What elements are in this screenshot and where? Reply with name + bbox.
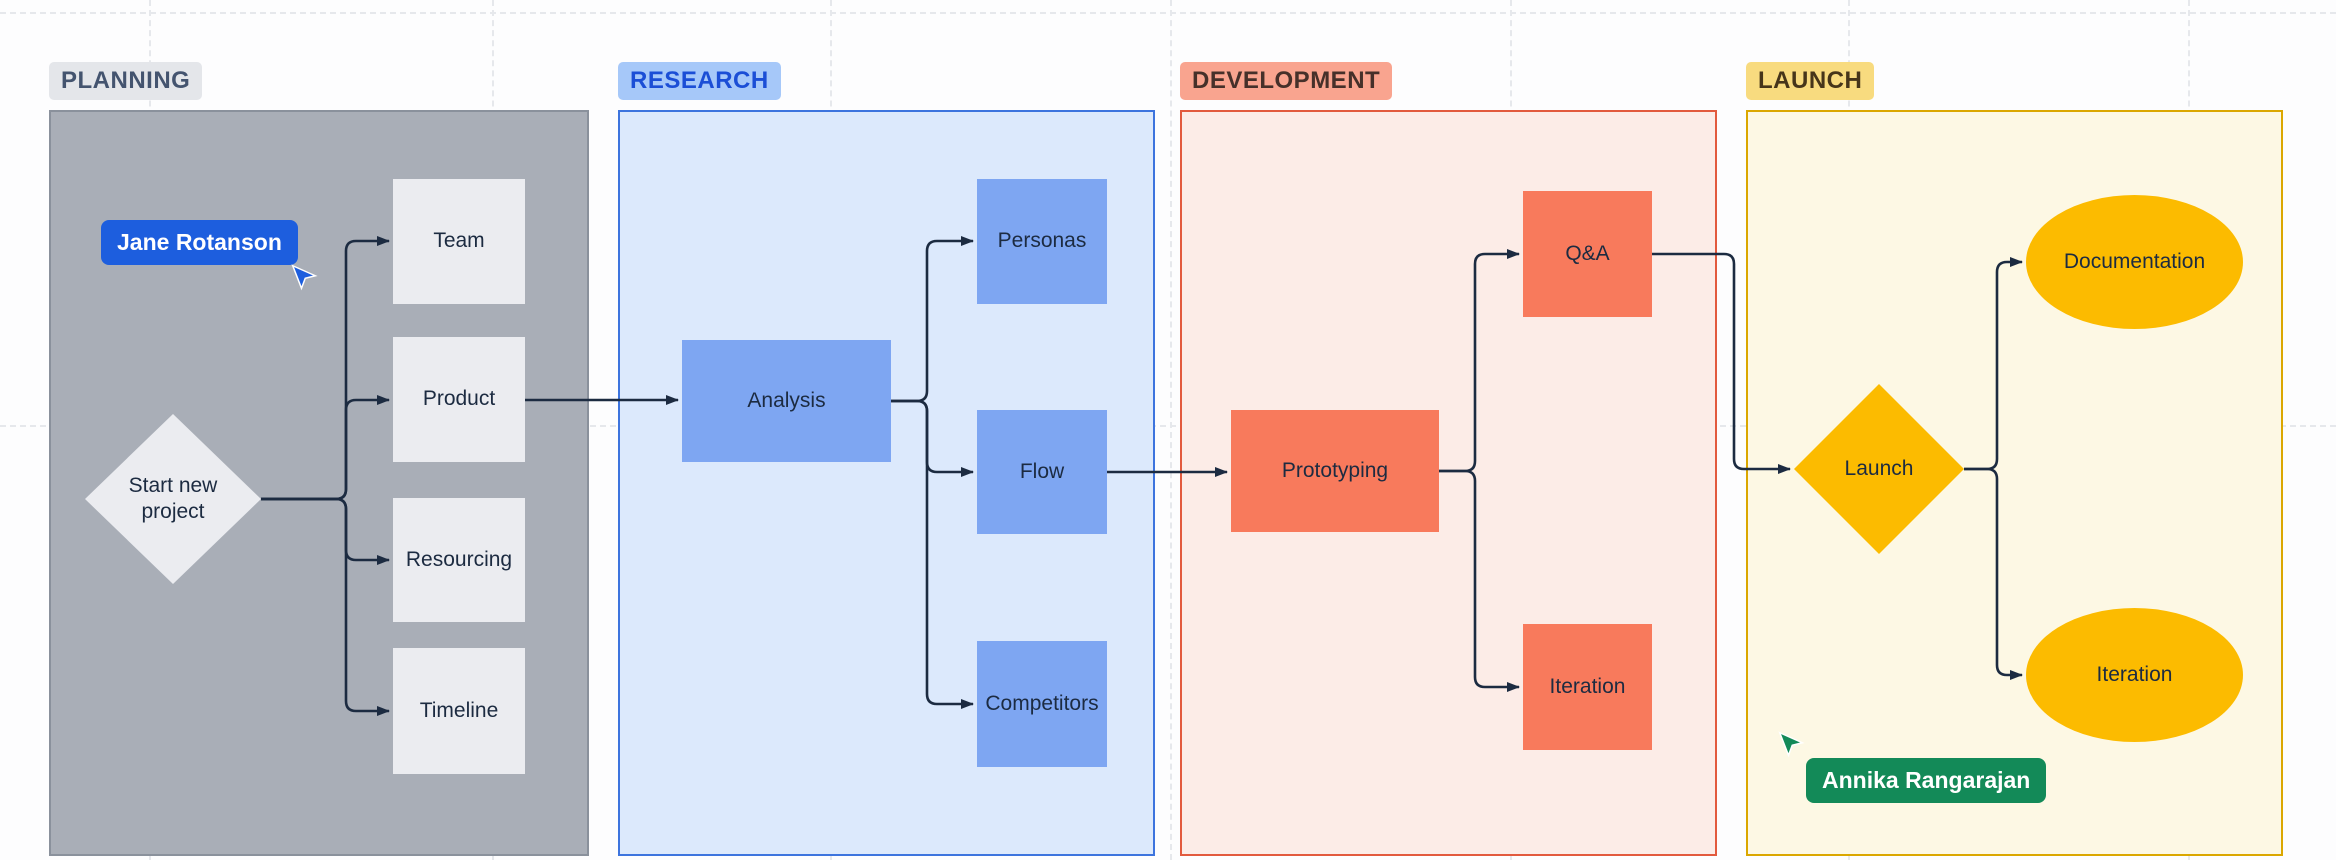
node-label: Launch	[1844, 456, 1914, 480]
node-prototyping[interactable]: Prototyping	[1231, 410, 1439, 532]
section-label-launch[interactable]: LAUNCH	[1746, 62, 1875, 100]
node-label: Personas	[997, 229, 1087, 253]
connector-analysis-flow[interactable]	[891, 399, 974, 477]
node-label: Documentation	[2063, 249, 2206, 273]
node-label: Competitors	[985, 691, 1099, 715]
node-team[interactable]: Team	[393, 179, 525, 304]
node-resourcing[interactable]: Resourcing	[393, 498, 525, 622]
annika-pointer-icon	[1778, 731, 1805, 758]
connector-launch-documentation[interactable]	[1964, 257, 2023, 471]
node-label: Team	[433, 229, 485, 253]
node-label: Timeline	[419, 698, 499, 722]
node-competitors[interactable]: Competitors	[977, 641, 1107, 767]
connector-launch-iteration[interactable]	[1964, 467, 2023, 680]
node-label: Flow	[1019, 459, 1065, 483]
node-product[interactable]: Product	[393, 337, 525, 462]
node-label: Start new project	[128, 473, 218, 523]
connector-prototyping-iteration[interactable]	[1439, 469, 1520, 692]
section-label-research[interactable]: RESEARCH	[618, 62, 781, 100]
node-analysis[interactable]: Analysis	[682, 340, 891, 462]
node-dev-iteration[interactable]: Iteration	[1523, 624, 1652, 750]
node-label: Analysis	[747, 388, 826, 412]
node-label: Iteration	[1549, 674, 1626, 698]
node-timeline[interactable]: Timeline	[393, 648, 525, 774]
connector-start-team[interactable]	[261, 236, 390, 501]
connector-qa-launch[interactable]	[1652, 252, 1791, 474]
node-flow[interactable]: Flow	[977, 410, 1107, 534]
jane-pointer-icon	[291, 264, 318, 291]
node-qa[interactable]: Q&A	[1523, 191, 1652, 317]
connector-start-product[interactable]	[261, 395, 390, 501]
node-documentation[interactable]: Documentation	[2026, 195, 2243, 329]
connector-analysis-personas[interactable]	[891, 236, 974, 403]
node-label: Product	[422, 387, 496, 411]
node-label: Q&A	[1565, 241, 1610, 265]
section-label-planning[interactable]: PLANNING	[49, 62, 203, 100]
connector-prototyping-qa[interactable]	[1439, 249, 1520, 473]
connector-start-resourcing[interactable]	[261, 497, 390, 565]
collaborator-label-annika: Annika Rangarajan	[1806, 758, 2047, 803]
node-launch-iteration[interactable]: Iteration	[2026, 608, 2243, 742]
node-label: Prototyping	[1281, 458, 1389, 482]
node-personas[interactable]: Personas	[977, 179, 1107, 304]
collaborator-label-jane: Jane Rotanson	[101, 220, 298, 265]
connector-analysis-competitors[interactable]	[891, 399, 974, 709]
section-label-development[interactable]: DEVELOPMENT	[1180, 62, 1393, 100]
connector-start-timeline[interactable]	[261, 497, 390, 716]
node-label: Iteration	[2096, 662, 2173, 686]
node-label: Resourcing	[405, 547, 513, 571]
